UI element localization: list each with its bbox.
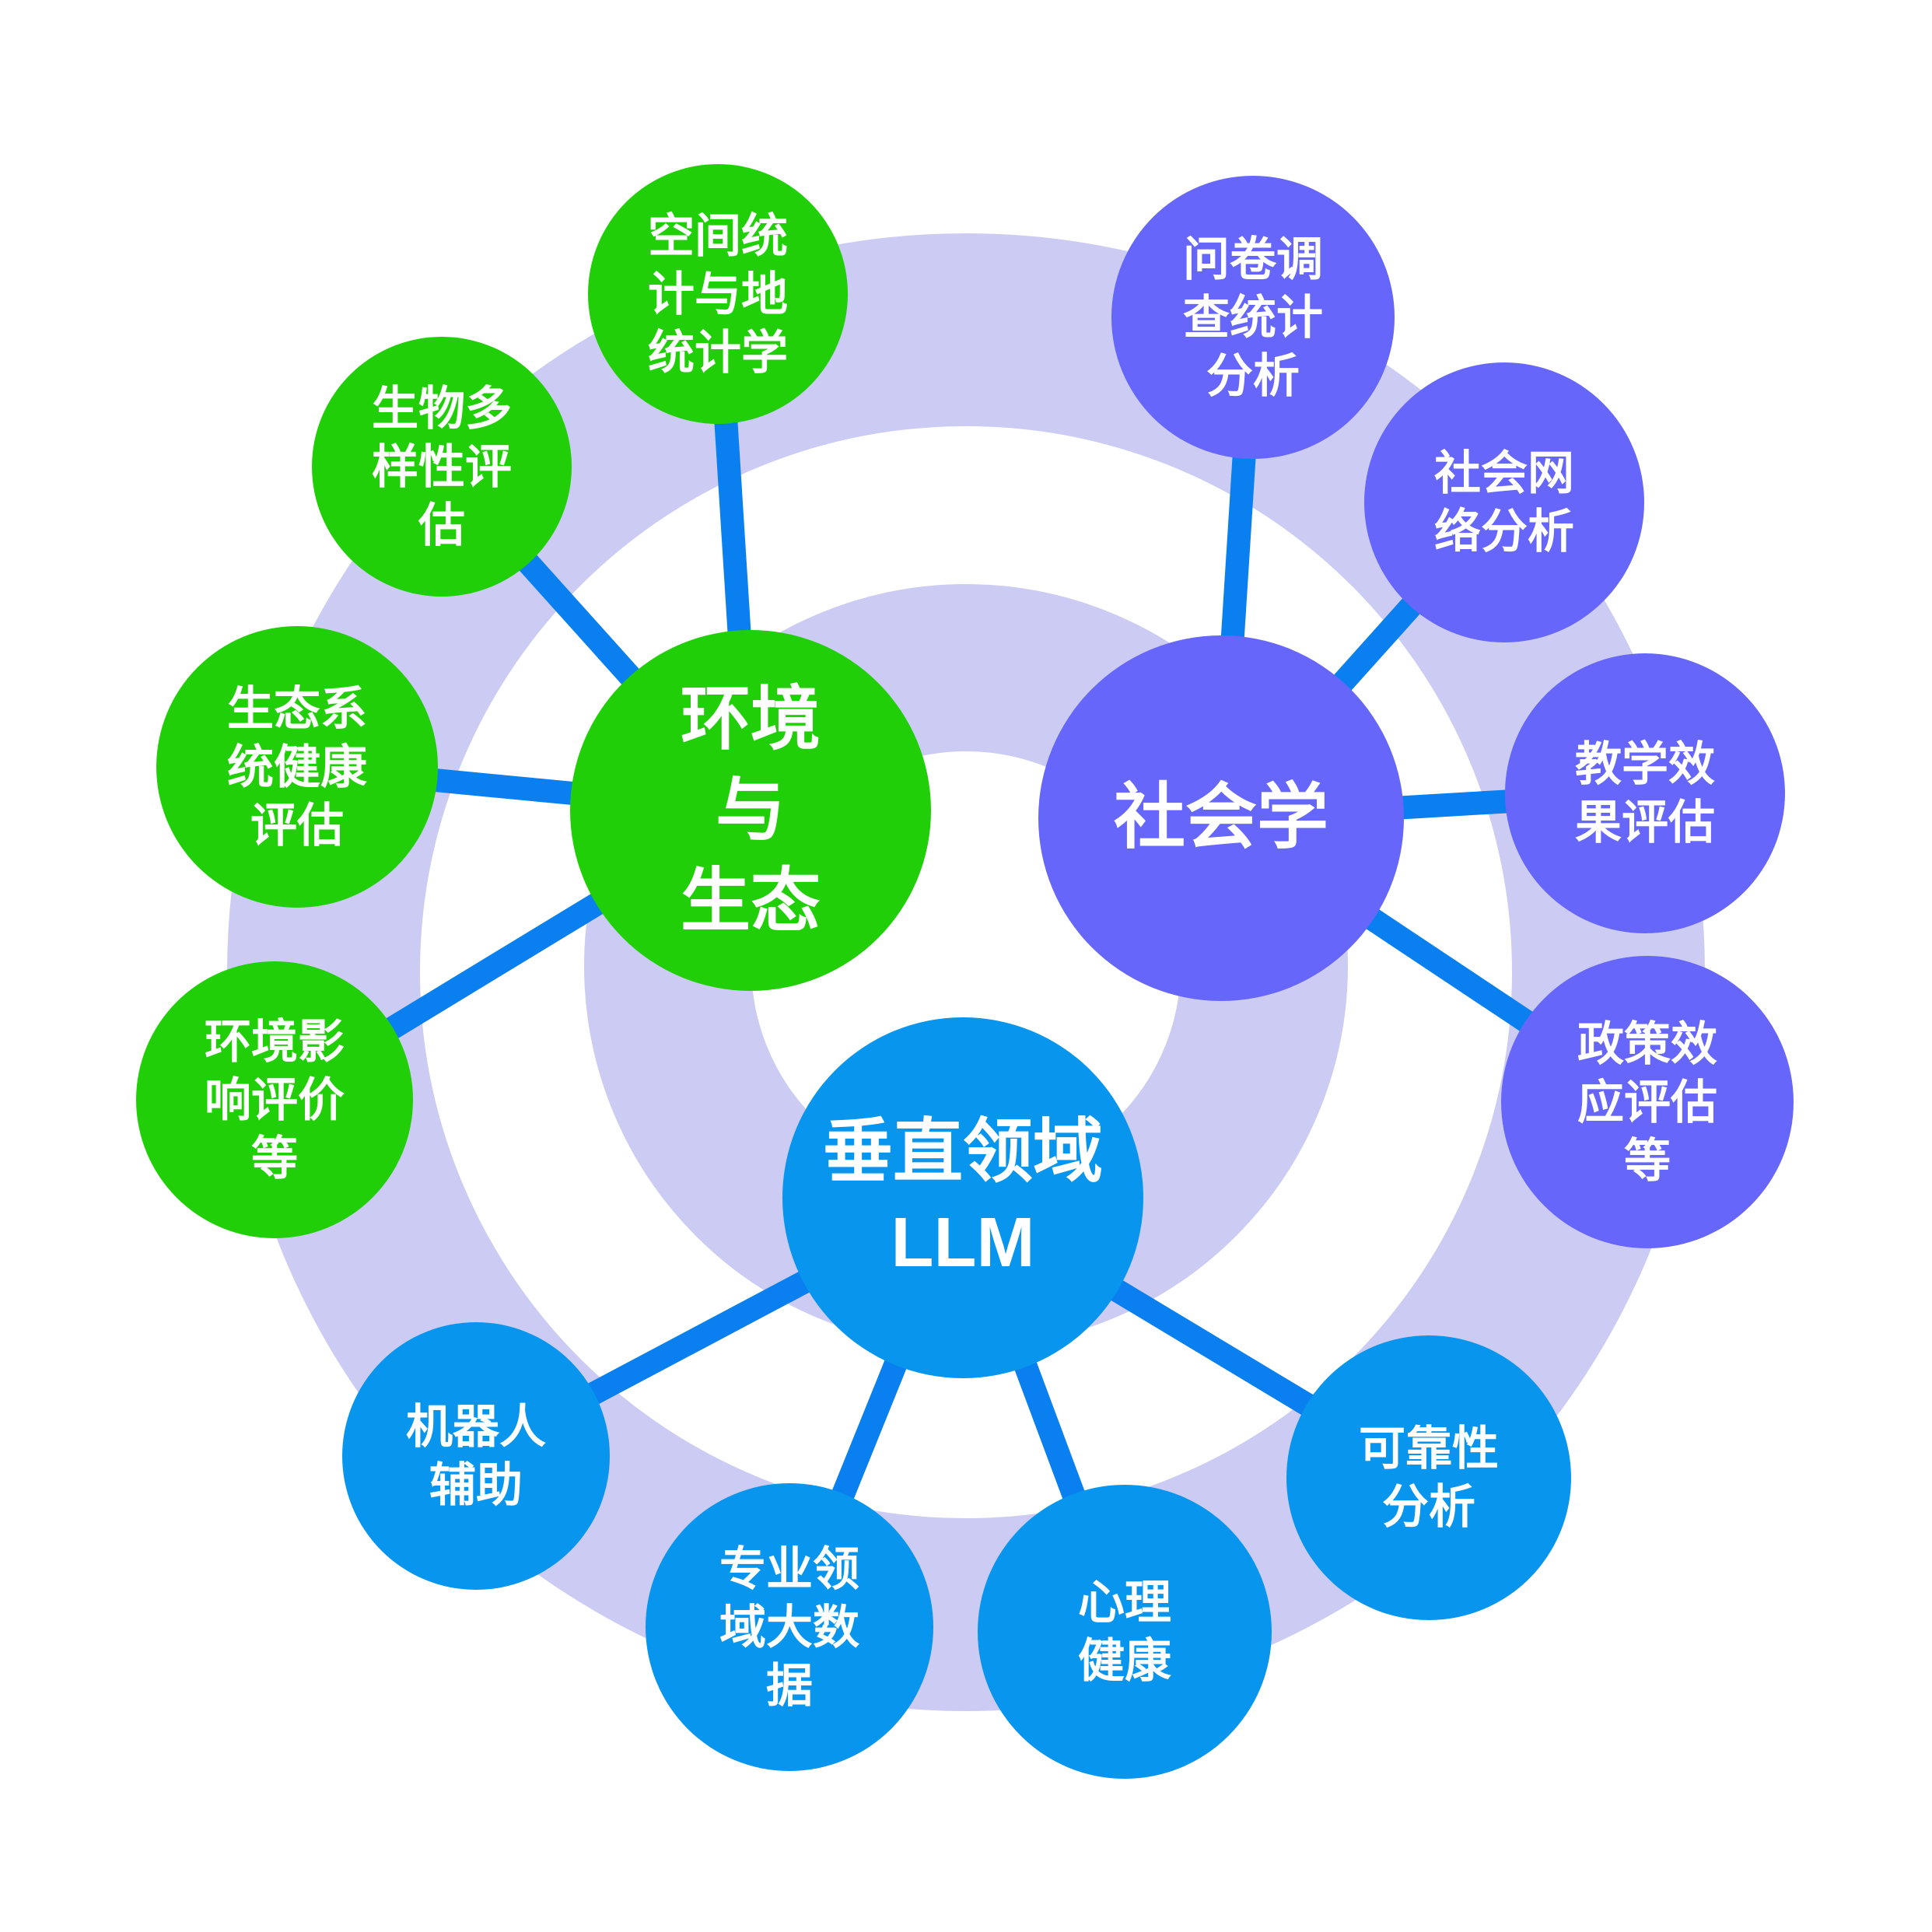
- satellite-policy-effect-label-line: 应评估: [1577, 1076, 1717, 1129]
- satellite-spatial-statistics-label-line: 计与地: [648, 268, 788, 320]
- satellite-teaching-effect: 教学效果评估: [1505, 653, 1785, 933]
- satellite-survey-statistics-label-line: 分析: [1206, 349, 1300, 402]
- satellite-spatial-statistics-label-line: 空间统: [648, 209, 788, 262]
- satellite-survey-statistics-label-line: 查统计: [1183, 291, 1323, 344]
- satellite-survey-statistics: 问卷调查统计分析: [1111, 176, 1395, 459]
- satellite-social-network-analysis-label-line: 络分析: [1434, 506, 1574, 558]
- satellite-ecosystem-health-label-line: 统健康: [227, 740, 367, 793]
- satellite-teaching-effect-label-line: 果评估: [1575, 796, 1715, 849]
- satellite-robot-assist-label-line: 机器人: [406, 1401, 546, 1453]
- satellite-survey-statistics-label-line: 问卷调: [1183, 233, 1323, 285]
- satellite-reliability-analysis-label-line: 可靠性: [1359, 1423, 1499, 1475]
- satellite-reliability-analysis-label-line: 分析: [1382, 1481, 1475, 1533]
- satellite-ecosystem-health-label-line: 评估: [250, 799, 344, 852]
- satellite-domain-big-data-label-line: 专业领: [719, 1542, 859, 1595]
- satellite-domain-big-data: 专业领域大数据: [646, 1483, 933, 1771]
- satellite-social-network-analysis: 社会网络分析: [1364, 362, 1644, 642]
- satellite-policy-effect-label-line: 政策效: [1577, 1017, 1717, 1070]
- hub-vertical-llm-label-line: 垂直领域: [823, 1113, 1103, 1191]
- hub-vertical-llm: 垂直领域 LLM: [782, 1017, 1143, 1378]
- satellite-environmental-impact-label-line: 等: [251, 1132, 298, 1185]
- satellite-environmental-impact-label-line: 响评价: [205, 1073, 345, 1126]
- satellite-policy-effect: 政策效应评估等: [1501, 956, 1794, 1248]
- satellite-domain-big-data-label-line: 据: [766, 1659, 813, 1712]
- satellite-spatial-statistics: 空间统计与地统计学: [588, 164, 848, 424]
- hub-sociology: 社会学: [1038, 635, 1404, 1001]
- satellite-environmental-impact-label-line: 环境影: [205, 1015, 345, 1068]
- satellite-mental-health: 心理健康: [978, 1485, 1272, 1779]
- satellite-reliability-analysis: 可靠性分析: [1286, 1335, 1571, 1620]
- satellite-spatial-statistics-label-line: 统计学: [648, 326, 788, 379]
- satellite-teaching-effect-label-line: 教学效: [1575, 738, 1715, 790]
- hub-environment-ecology-label-line: 生态: [681, 862, 821, 940]
- hub-sociology-label-line: 社会学: [1113, 778, 1328, 858]
- satellite-biodiversity-assessment-label-line: 估: [418, 499, 465, 551]
- satellite-biodiversity-assessment: 生物多样性评估: [312, 337, 572, 597]
- satellite-environmental-impact: 环境影响评价等: [136, 961, 413, 1238]
- satellite-mental-health-label-line: 健康: [1078, 1635, 1171, 1687]
- hub-environment-ecology-label-line: 与: [716, 771, 786, 849]
- satellite-mental-health-label-line: 心理: [1078, 1577, 1171, 1629]
- satellite-robot-assist-label-line: 辅助: [429, 1459, 523, 1511]
- satellite-robot-assist: 机器人辅助: [342, 1322, 610, 1590]
- satellite-policy-effect-label-line: 等: [1624, 1134, 1671, 1187]
- satellite-biodiversity-assessment-label-line: 生物多: [372, 382, 512, 435]
- satellite-ecosystem-health-label-line: 生态系: [227, 682, 367, 735]
- hub-environment-ecology: 环境与生态: [570, 630, 931, 991]
- satellite-ecosystem-health: 生态系统健康评估: [156, 626, 438, 908]
- hub-environment-ecology-label-line: 环境: [681, 680, 821, 758]
- satellite-social-network-analysis-label-line: 社会网: [1434, 447, 1574, 499]
- satellite-biodiversity-assessment-label-line: 样性评: [372, 440, 512, 493]
- satellite-domain-big-data-label-line: 域大数: [719, 1601, 859, 1654]
- hub-vertical-llm-label-line: LLM: [891, 1204, 1035, 1282]
